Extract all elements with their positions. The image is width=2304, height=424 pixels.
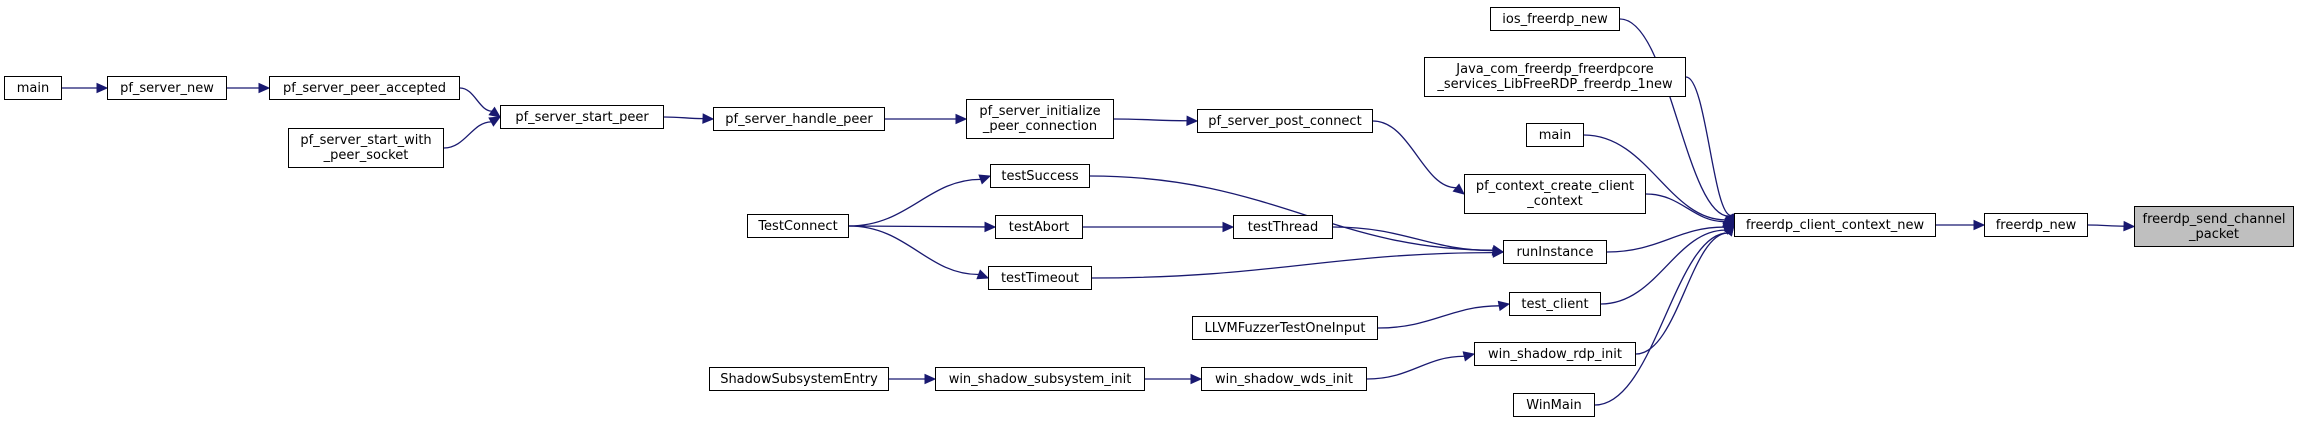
node-pf-server-handle-peer[interactable]: pf_server_handle_peer	[713, 107, 885, 131]
node-main-right[interactable]: main	[1526, 123, 1584, 147]
node-ios-freerdp-new[interactable]: ios_freerdp_new	[1490, 7, 1620, 31]
arrowhead-freerdp_new	[1973, 219, 1986, 231]
arrowhead-pf_context_create_client_context	[1452, 183, 1465, 195]
node-pf-server-start-with-peer-socket[interactable]: pf_server_start_with _peer_socket	[288, 128, 444, 168]
arrowhead-testSuccess	[978, 174, 992, 185]
edge-pf_server_start_peer-to-pf_server_handle_peer	[663, 116, 704, 120]
node-pf-server-post-connect[interactable]: pf_server_post_connect	[1197, 109, 1373, 133]
arrowhead-pf_server_peer_accepted	[258, 82, 271, 94]
arrowhead-runInstance	[1492, 247, 1505, 258]
arrowhead-testThread	[1222, 221, 1235, 233]
edge-testThread-to-runInstance	[1332, 226, 1494, 252]
arrowhead-freerdp_client_context_new	[1723, 224, 1735, 237]
arrowhead-win_shadow_subsystem_init	[924, 373, 937, 385]
arrowhead-pf_server_post_connect	[1186, 115, 1199, 127]
arrowhead-test_client	[1497, 300, 1511, 312]
edge-TestConnect-to-testAbort	[848, 225, 986, 228]
edge-pf_server_post_connect-to-pf_context_create_client_context	[1372, 120, 1457, 189]
edge-pf_server_initialize_peer_connection-to-pf_server_post_connect	[1113, 118, 1188, 122]
arrowhead-pf_server_new	[96, 82, 109, 94]
arrowhead-pf_server_initialize_peer_connection	[955, 113, 968, 125]
node-testthread[interactable]: testThread	[1233, 215, 1333, 239]
node-freerdp-new[interactable]: freerdp_new	[1984, 213, 2088, 237]
edge-java_new-to-freerdp_client_context_new	[1685, 76, 1732, 217]
edge-pf_server_start_with_peer_socket-to-pf_server_start_peer	[443, 121, 492, 149]
node-shadowsubsystementry[interactable]: ShadowSubsystemEntry	[709, 367, 889, 391]
node-pf-context-create-client-context[interactable]: pf_context_create_client _context	[1464, 174, 1646, 214]
node-pf-server-new[interactable]: pf_server_new	[107, 76, 227, 100]
node-winmain[interactable]: WinMain	[1513, 393, 1595, 417]
edge-runInstance-to-freerdp_client_context_new	[1606, 226, 1725, 253]
arrowhead-pf_server_handle_peer	[702, 113, 715, 124]
node-runinstance[interactable]: runInstance	[1503, 240, 1607, 264]
edge-test_client-to-freerdp_client_context_new	[1600, 229, 1726, 305]
edge-pf_server_peer_accepted-to-pf_server_start_peer	[459, 87, 493, 112]
arrowhead-freerdp_send_channel_packet	[2123, 220, 2136, 232]
edge-TestConnect-to-testTimeout	[848, 225, 979, 276]
edge-testSuccess-to-runInstance	[1089, 175, 1494, 251]
edge-main_right-to-freerdp_client_context_new	[1583, 134, 1726, 221]
node-testtimeout[interactable]: testTimeout	[988, 266, 1092, 290]
arrowhead-testAbort	[984, 221, 997, 233]
edge-TestConnect-to-testSuccess	[848, 178, 981, 227]
node-testabort[interactable]: testAbort	[995, 215, 1083, 239]
arrowhead-win_shadow_rdp_init	[1462, 351, 1476, 362]
arrowhead-win_shadow_wds_init	[1190, 373, 1203, 385]
node-llvmfuzzertestoneinput[interactable]: LLVMFuzzerTestOneInput	[1192, 316, 1378, 340]
edge-freerdp_new-to-freerdp_send_channel_packet	[2087, 224, 2125, 227]
edge-ios_freerdp_new-to-freerdp_client_context_new	[1619, 18, 1730, 217]
arrowhead-pf_server_start_peer	[488, 106, 501, 118]
edge-win_shadow_wds_init-to-win_shadow_rdp_init	[1366, 355, 1465, 380]
edge-LLVMFuzzerTestOneInput-to-test_client	[1377, 305, 1500, 329]
node-main-left[interactable]: main	[4, 76, 62, 100]
arrowhead-pf_server_start_peer	[488, 116, 502, 127]
node-pf-server-initialize-peer-connection[interactable]: pf_server_initialize _peer_connection	[966, 99, 1114, 139]
node-freerdp-send-channel-packet: freerdp_send_channel _packet	[2134, 206, 2294, 247]
edge-WinMain-to-freerdp_client_context_new	[1594, 232, 1728, 406]
edge-pf_context_create_client_context-to-freerdp_client_context_new	[1645, 193, 1725, 223]
node-test-client[interactable]: test_client	[1509, 292, 1601, 316]
node-pf-server-peer-accepted[interactable]: pf_server_peer_accepted	[269, 76, 460, 100]
node-pf-server-start-peer[interactable]: pf_server_start_peer	[500, 105, 664, 129]
edge-testTimeout-to-runInstance	[1091, 251, 1494, 279]
node-win-shadow-wds-init[interactable]: win_shadow_wds_init	[1201, 367, 1367, 391]
node-java-freerdp-1new[interactable]: Java_com_freerdp_freerdpcore _services_L…	[1424, 57, 1686, 97]
node-freerdp-client-context-new[interactable]: freerdp_client_context_new	[1734, 213, 1936, 237]
node-win-shadow-subsystem-init[interactable]: win_shadow_subsystem_init	[935, 367, 1145, 391]
arrowhead-testTimeout	[976, 269, 990, 280]
node-win-shadow-rdp-init[interactable]: win_shadow_rdp_init	[1474, 342, 1636, 366]
node-testconnect[interactable]: TestConnect	[747, 214, 849, 238]
node-testsuccess[interactable]: testSuccess	[990, 164, 1090, 188]
